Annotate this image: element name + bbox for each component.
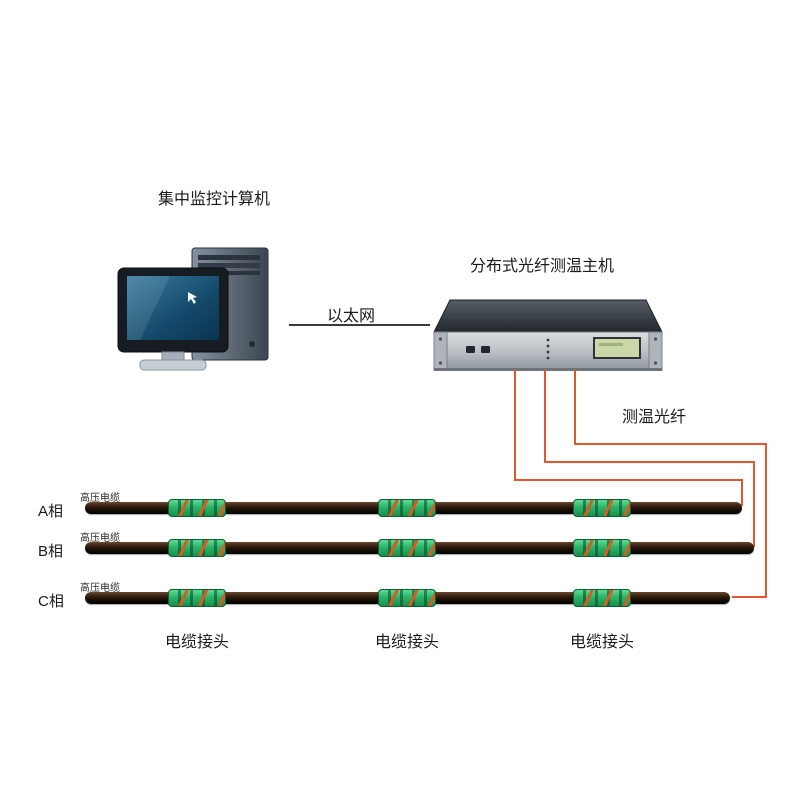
monitoring-computer-illustration bbox=[117, 247, 269, 371]
screw-icon bbox=[438, 361, 443, 365]
phase-c-label: C相 bbox=[38, 593, 64, 610]
drive-bay-slot bbox=[198, 255, 260, 260]
chassis-top bbox=[433, 299, 663, 333]
indicator-led bbox=[546, 344, 550, 348]
indicator-led bbox=[546, 350, 550, 354]
cable-joint bbox=[168, 499, 226, 517]
hv-cable-label-c: 高压电缆 bbox=[80, 583, 120, 594]
ethernet-label: 以太网 bbox=[327, 308, 376, 325]
cable-joint bbox=[168, 589, 226, 607]
indicator-led bbox=[546, 338, 550, 342]
hv-cable-label-a: 高压电缆 bbox=[80, 493, 120, 504]
cable-joint bbox=[378, 539, 436, 557]
chassis-bottom-edge bbox=[434, 368, 662, 371]
fiber-temp-host-illustration bbox=[433, 299, 663, 371]
fiber-line-phase-b bbox=[544, 370, 755, 547]
joint-label-1: 电缆接头 bbox=[165, 634, 230, 651]
monitor-stand-base bbox=[139, 359, 207, 371]
fiber-label: 测温光纤 bbox=[622, 409, 687, 426]
phase-b-label: B相 bbox=[38, 543, 64, 560]
screw-icon bbox=[653, 361, 658, 365]
lcd-text-line bbox=[599, 343, 623, 346]
screen-glare bbox=[127, 276, 170, 340]
cable-joint bbox=[378, 499, 436, 517]
hv-cable-label-b: 高压电缆 bbox=[80, 533, 120, 544]
fiber-line-phase-a bbox=[514, 370, 743, 506]
cable-joint bbox=[378, 589, 436, 607]
screw-icon bbox=[653, 337, 658, 341]
joint-label-3: 电缆接头 bbox=[570, 634, 635, 651]
cable-joint bbox=[573, 539, 631, 557]
drive-bay-slot bbox=[198, 271, 260, 275]
cable-joint bbox=[573, 589, 631, 607]
usb-port bbox=[466, 346, 475, 353]
phase-a-label: A相 bbox=[38, 503, 64, 520]
joint-label-2: 电缆接头 bbox=[375, 634, 440, 651]
lcd-display bbox=[593, 337, 641, 359]
power-button bbox=[249, 341, 255, 347]
cable-joint bbox=[573, 499, 631, 517]
device-label: 分布式光纤测温主机 bbox=[470, 258, 615, 275]
screw-icon bbox=[438, 337, 443, 341]
usb-port bbox=[481, 346, 490, 353]
computer-label: 集中监控计算机 bbox=[158, 191, 271, 208]
cursor-icon bbox=[188, 292, 197, 304]
indicator-led bbox=[546, 356, 550, 360]
drive-bay-slot bbox=[198, 263, 260, 268]
monitor-screen bbox=[127, 276, 219, 340]
cable-joint bbox=[168, 539, 226, 557]
